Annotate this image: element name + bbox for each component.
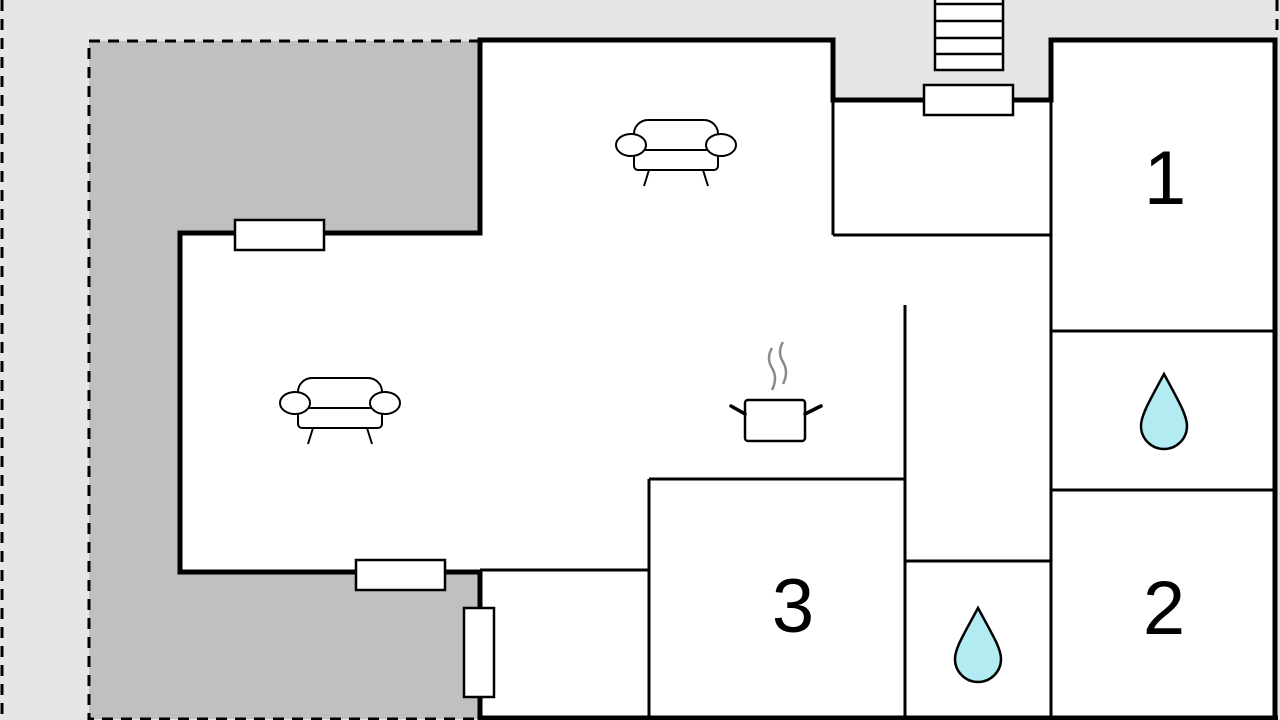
water-drop-icon xyxy=(953,605,1003,684)
cooking-pot-icon xyxy=(729,341,823,443)
sofa-icon xyxy=(615,119,737,187)
room-label-bedroom-1: 1 xyxy=(1144,136,1186,221)
water-drop-icon xyxy=(1139,371,1189,451)
windows xyxy=(233,83,1015,699)
sofa-icon xyxy=(279,377,401,445)
window-storage xyxy=(462,606,496,699)
room-label-bedroom-3: 3 xyxy=(772,564,814,649)
interior-walls xyxy=(480,100,1275,720)
exterior-wall xyxy=(177,37,1278,720)
stairs-icon xyxy=(933,0,1005,72)
room-label-bedroom-2: 2 xyxy=(1143,566,1185,651)
window-west-top xyxy=(233,218,326,252)
window-south xyxy=(354,558,447,592)
house-floor xyxy=(180,40,1275,720)
window-entrance-door xyxy=(922,83,1015,117)
